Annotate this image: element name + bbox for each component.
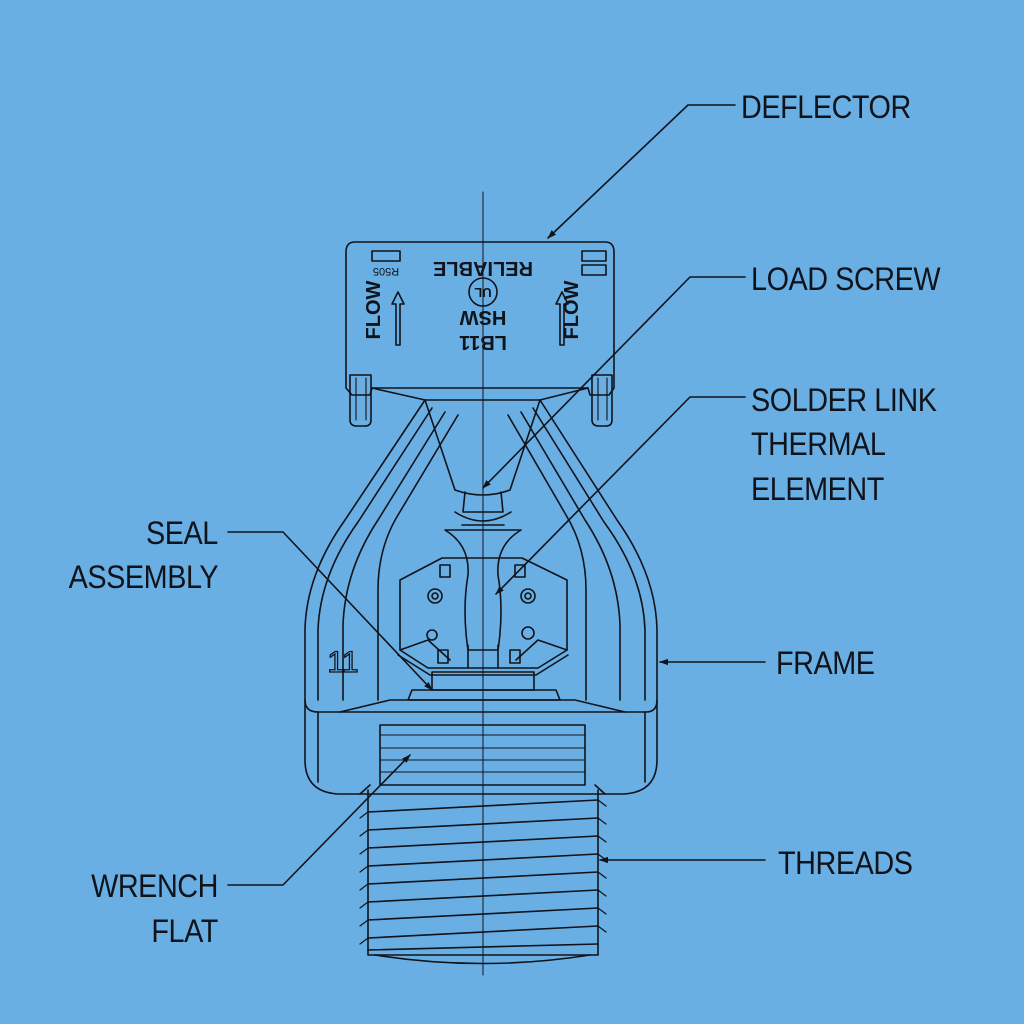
solder-link-label-line1: SOLDER LINK [751,382,937,418]
seal-assembly-label-line2: ASSEMBLY [68,559,218,595]
frame-body [304,399,658,795]
deflector-brand-text: RELIABLE [433,257,533,279]
threads-label: THREADS [778,845,913,881]
seal-assembly-body [407,671,561,701]
solder-link-body [397,529,569,676]
deflector-leader [547,104,736,239]
seal-assembly-leader [227,531,433,691]
deflector-body [345,241,615,427]
flow-left-text: FLOW [363,280,385,339]
frame-label: FRAME [776,645,875,681]
solder-link-label-line3: ELEMENT [751,471,884,507]
seal-assembly-label-line1: SEAL [146,515,218,551]
wrench-flat-leader [227,754,411,886]
ul-mark-text: UL [474,285,491,300]
solder-link-label-line2: THERMAL [751,426,886,462]
frame-marking-text: 11 [327,646,358,679]
wrench-flat-label-line1: WRENCH [91,868,218,904]
deflector-type-text: HSW [460,306,507,328]
threads-body [359,789,607,965]
deflector-label: DEFLECTOR [741,89,911,125]
load-screw-label: LOAD SCREW [751,261,941,297]
solder-link-leader [495,396,746,595]
load-screw-leader [482,276,746,489]
deflector-model-text: LB11 [459,331,507,353]
flow-right-text: FLOW [561,280,583,339]
deflector-sin-text: R505 [373,265,399,277]
wrench-flat-label-line2: FLAT [151,913,219,949]
load-screw-body [454,491,512,526]
